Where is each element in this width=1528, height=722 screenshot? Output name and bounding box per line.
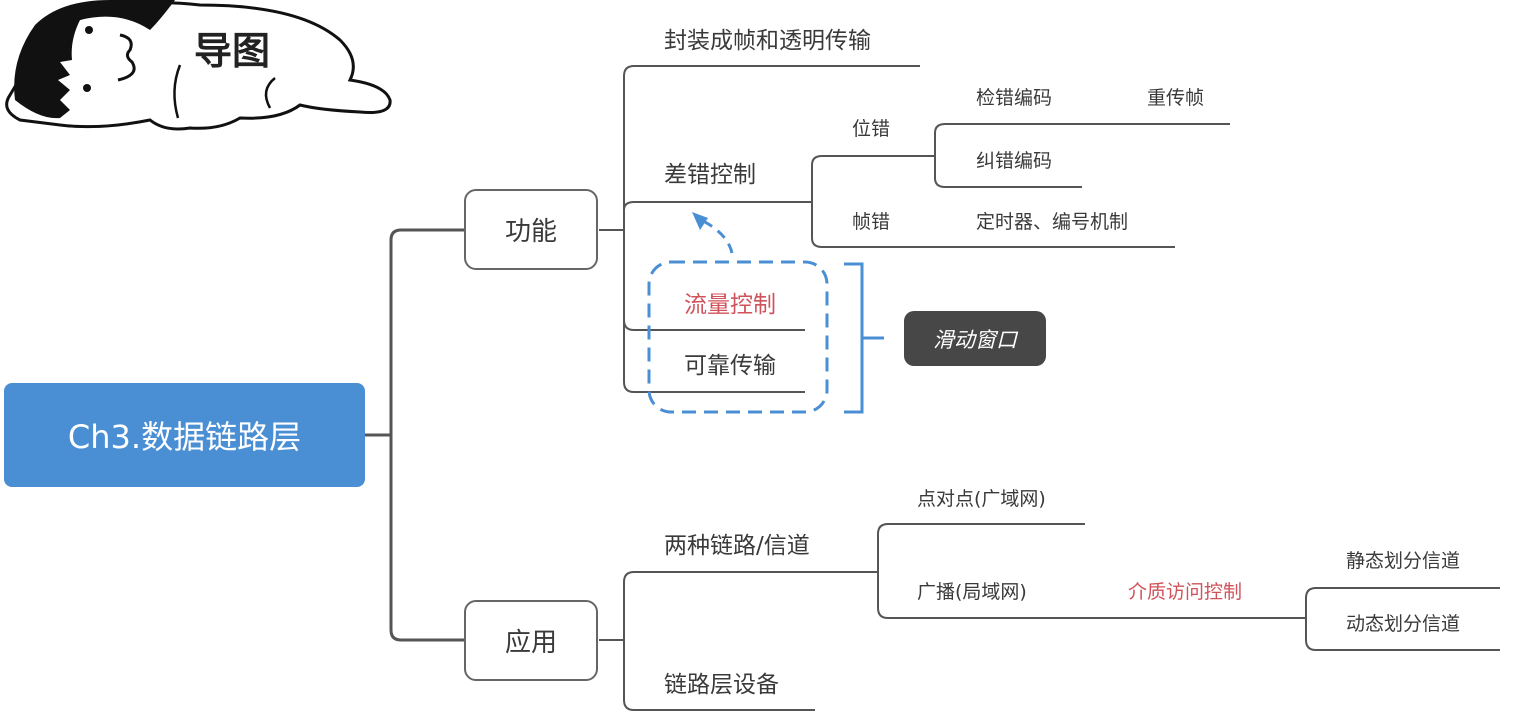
node-frame-error[interactable]: 帧错 bbox=[852, 211, 891, 233]
node-link-layer-devices[interactable]: 链路层设备 bbox=[664, 672, 779, 698]
node-error-control[interactable]: 差错控制 bbox=[664, 162, 756, 188]
root-connector bbox=[365, 228, 464, 642]
summary-bracket bbox=[844, 262, 884, 414]
sticker-title: 导图 bbox=[194, 29, 271, 73]
node-function[interactable]: 功能 bbox=[464, 189, 598, 270]
node-error-detection-code[interactable]: 检错编码 bbox=[976, 87, 1053, 109]
summary-sliding-window[interactable]: 滑动窗口 bbox=[904, 311, 1046, 366]
lying-cartoon-character-icon bbox=[5, 0, 392, 131]
application-branch-lines bbox=[599, 523, 1500, 711]
function-branch-lines bbox=[599, 65, 1230, 393]
node-timer-numbering[interactable]: 定时器、编号机制 bbox=[976, 211, 1129, 233]
node-error-correction-code[interactable]: 纠错编码 bbox=[976, 150, 1053, 172]
node-reliable-transmission[interactable]: 可靠传输 bbox=[684, 353, 776, 379]
root-node[interactable]: Ch3.数据链路层 bbox=[4, 383, 365, 487]
node-retransmit-frame[interactable]: 重传帧 bbox=[1147, 87, 1205, 109]
node-two-link-types[interactable]: 两种链路/信道 bbox=[664, 533, 810, 559]
node-bit-error[interactable]: 位错 bbox=[852, 118, 891, 140]
dashed-group-outline bbox=[647, 260, 829, 414]
node-dynamic-channel-allocation[interactable]: 动态划分信道 bbox=[1346, 613, 1461, 635]
node-medium-access-control[interactable]: 介质访问控制 bbox=[1128, 581, 1243, 603]
node-application[interactable]: 应用 bbox=[464, 600, 598, 681]
node-broadcast[interactable]: 广播(局域网) bbox=[917, 581, 1027, 603]
dashed-arrow bbox=[704, 220, 734, 254]
arrow-head-icon bbox=[692, 212, 708, 230]
node-flow-control[interactable]: 流量控制 bbox=[684, 292, 776, 318]
node-framing-transparent-transmission[interactable]: 封装成帧和透明传输 bbox=[664, 28, 871, 54]
node-point-to-point[interactable]: 点对点(广域网) bbox=[917, 488, 1046, 510]
node-static-channel-allocation[interactable]: 静态划分信道 bbox=[1346, 550, 1461, 572]
